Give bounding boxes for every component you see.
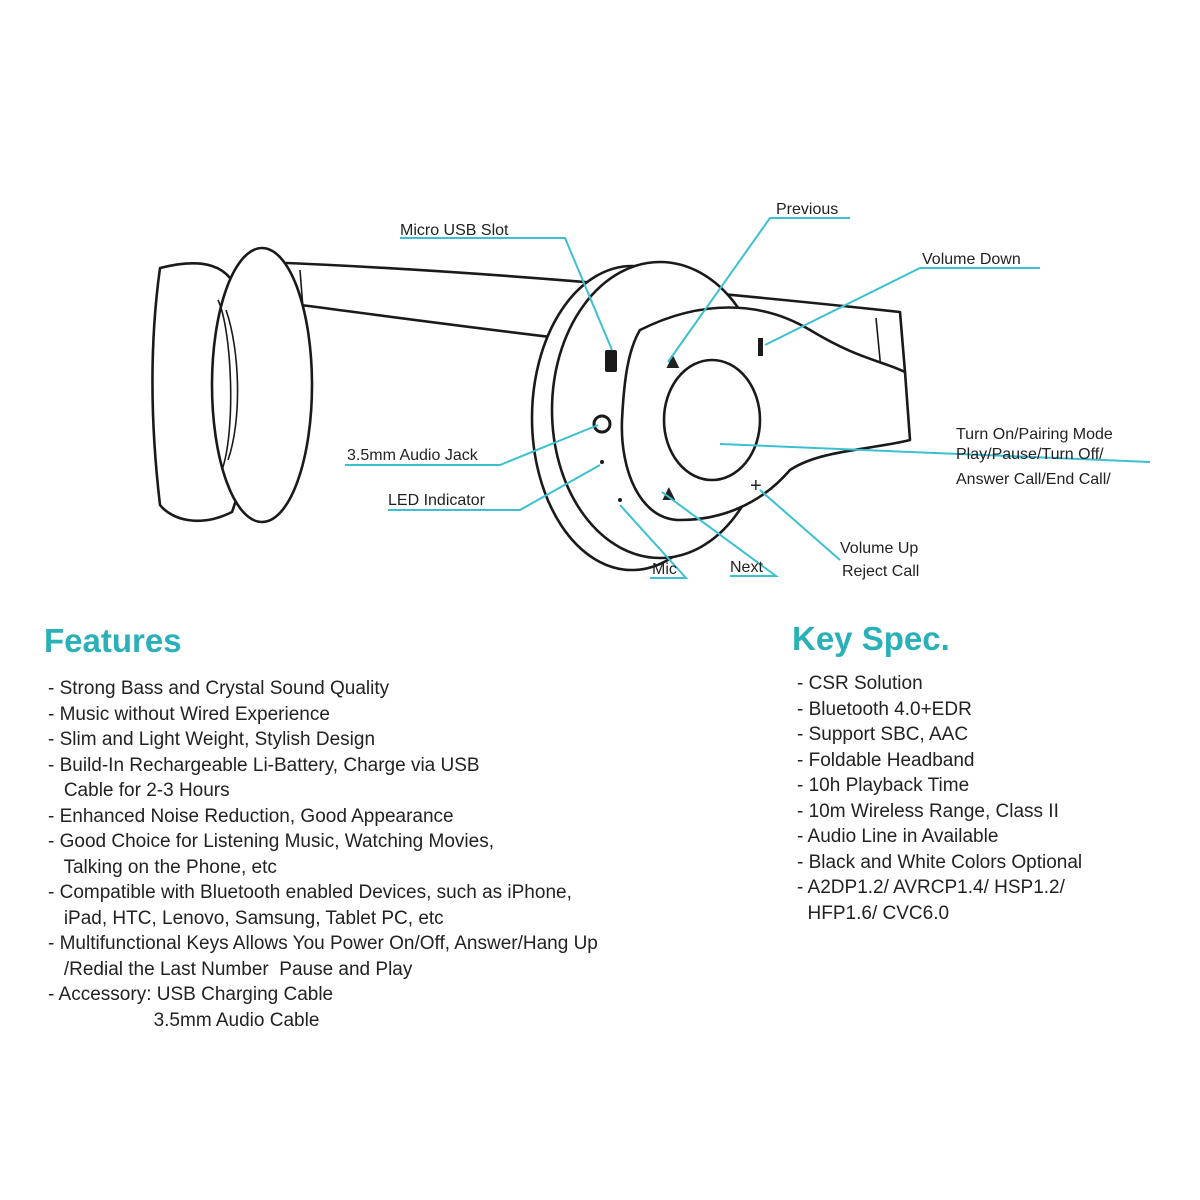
next-icon: ▲ bbox=[658, 480, 680, 505]
callout-volume-up-2: Reject Call bbox=[842, 563, 919, 580]
feature-item: 3.5mm Audio Cable bbox=[48, 1009, 320, 1031]
spec-item: - Black and White Colors Optional bbox=[797, 851, 1083, 873]
spec-item: - CSR Solution bbox=[797, 673, 923, 694]
features-title: Features bbox=[44, 622, 182, 659]
callout-volume-down: Volume Down bbox=[922, 251, 1021, 268]
led-indicator-dot bbox=[600, 460, 604, 464]
spec-item: HFP1.6/ CVC6.0 bbox=[797, 902, 950, 924]
audio-jack-icon bbox=[592, 414, 612, 434]
callout-volume-up-1: Volume Up bbox=[840, 540, 918, 557]
feature-item: iPad, HTC, Lenovo, Samsung, Tablet PC, e… bbox=[48, 907, 444, 929]
spec-item: - 10h Playback Time bbox=[797, 775, 970, 796]
left-ear-cup bbox=[210, 246, 314, 524]
previous-icon: ▲ bbox=[662, 348, 684, 373]
feature-item: - Accessory: USB Charging Cable bbox=[48, 984, 334, 1005]
feature-item: - Slim and Light Weight, Stylish Design bbox=[48, 729, 376, 750]
mic-dot bbox=[618, 498, 622, 502]
callout-led: LED Indicator bbox=[388, 492, 486, 509]
feature-item: - Multifunctional Keys Allows You Power … bbox=[48, 933, 598, 954]
feature-item: - Strong Bass and Crystal Sound Quality bbox=[48, 678, 390, 699]
feature-item: - Good Choice for Listening Music, Watch… bbox=[48, 831, 494, 852]
center-button bbox=[662, 358, 762, 482]
spec-item: - Audio Line in Available bbox=[797, 826, 999, 847]
feature-item: - Build-In Rechargeable Li-Battery, Char… bbox=[48, 754, 480, 776]
feature-item: - Compatible with Bluetooth enabled Devi… bbox=[48, 882, 572, 903]
spec-item: - A2DP1.2/ AVRCP1.4/ HSP1.2/ bbox=[797, 877, 1065, 898]
callout-turn-on-2: Play/Pause/Turn Off/ bbox=[956, 446, 1104, 463]
volume-down-icon bbox=[758, 338, 763, 356]
feature-item: - Enhanced Noise Reduction, Good Appeara… bbox=[48, 805, 454, 827]
callout-micro-usb: Micro USB Slot bbox=[400, 222, 509, 239]
usb-slot-icon bbox=[605, 350, 617, 372]
feature-item: - Music without Wired Experience bbox=[48, 703, 330, 725]
spec-item: - Bluetooth 4.0+EDR bbox=[797, 698, 972, 720]
callout-previous: Previous bbox=[776, 201, 838, 218]
spec-item: - Support SBC, AAC bbox=[797, 724, 969, 745]
features-list: - Strong Bass and Crystal Sound Quality -… bbox=[48, 676, 598, 1033]
headphone-diagram: ▲ ▲ + Micro USB Slot Previous Volume Dow… bbox=[151, 201, 1151, 580]
callout-turn-on-1: Turn On/Pairing Mode bbox=[956, 426, 1113, 443]
volume-up-icon: + bbox=[750, 475, 762, 497]
callout-next: Next bbox=[730, 559, 763, 576]
spec-item: - 10m Wireless Range, Class II bbox=[797, 800, 1059, 822]
callout-mic: Mic bbox=[652, 561, 677, 578]
callout-audio-jack: 3.5mm Audio Jack bbox=[347, 447, 479, 464]
key-spec-list: - CSR Solution - Bluetooth 4.0+EDR - Suppo… bbox=[797, 671, 1082, 926]
feature-item: /Redial the Last Number Pause and Play bbox=[48, 958, 413, 980]
callout-turn-on-3: Answer Call/End Call/ bbox=[956, 471, 1111, 488]
key-spec-title: Key Spec. bbox=[792, 620, 950, 657]
spec-item: - Foldable Headband bbox=[797, 749, 975, 771]
feature-item: Talking on the Phone, etc bbox=[48, 856, 277, 878]
feature-item: Cable for 2-3 Hours bbox=[48, 780, 230, 801]
